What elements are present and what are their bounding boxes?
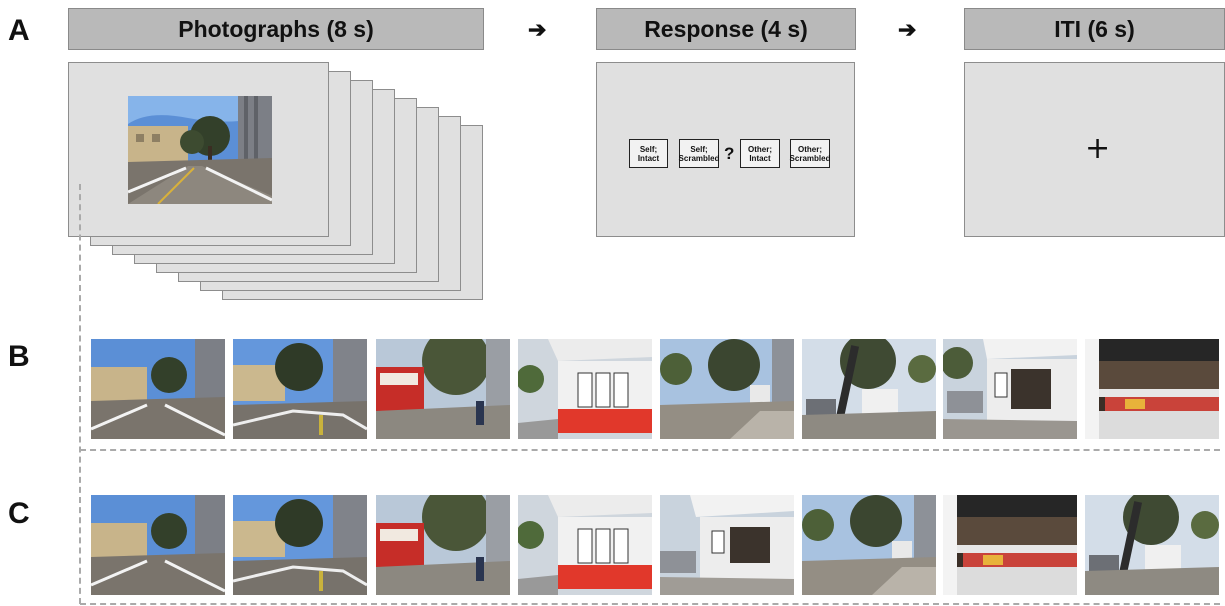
dashed-guide-row-b (80, 449, 1220, 451)
photo-b-1 (91, 339, 225, 439)
photo-c-5 (660, 495, 794, 595)
photo-b-2 (233, 339, 367, 439)
photo-b-8 (1085, 339, 1219, 439)
other-scrambled-option[interactable]: Other; Scrambled (790, 139, 830, 168)
dashed-guide-row-c (80, 603, 1220, 605)
photo-b-4 (518, 339, 652, 439)
dashed-guide-vertical (79, 184, 81, 604)
panel-label-b: B (8, 340, 30, 373)
response-screen: Self; Intact Self; Scrambled ? Other; In… (596, 62, 855, 237)
photo-b-3 (376, 339, 510, 439)
photo-b-7 (943, 339, 1077, 439)
other-intact-option[interactable]: Other; Intact (740, 139, 780, 168)
iti-header: ITI (6 s) (964, 8, 1225, 50)
photo-c-4 (518, 495, 652, 595)
panel-label-a: A (8, 14, 30, 47)
photo-c-3 (376, 495, 510, 595)
photo-c-1 (91, 495, 225, 595)
iti-screen: + (964, 62, 1225, 237)
photo-street-image (127, 96, 273, 205)
arrow-right-icon: ➔ (898, 17, 917, 42)
photo-c-6 (802, 495, 936, 595)
fixation-cross: + (1085, 131, 1111, 166)
photo-b-5 (660, 339, 794, 439)
self-intact-option[interactable]: Self; Intact (629, 139, 668, 168)
question-mark: ? (724, 144, 735, 163)
self-scrambled-option[interactable]: Self; Scrambled (679, 139, 719, 168)
photo-c-7 (943, 495, 1077, 595)
photo-b-6 (802, 339, 936, 439)
photo-c-8 (1085, 495, 1219, 595)
photographs-header: Photographs (8 s) (68, 8, 484, 50)
arrow-right-icon: ➔ (528, 17, 547, 42)
photo-c-2 (233, 495, 367, 595)
photo-screen-front (68, 62, 329, 237)
response-header: Response (4 s) (596, 8, 856, 50)
panel-label-c: C (8, 497, 30, 530)
